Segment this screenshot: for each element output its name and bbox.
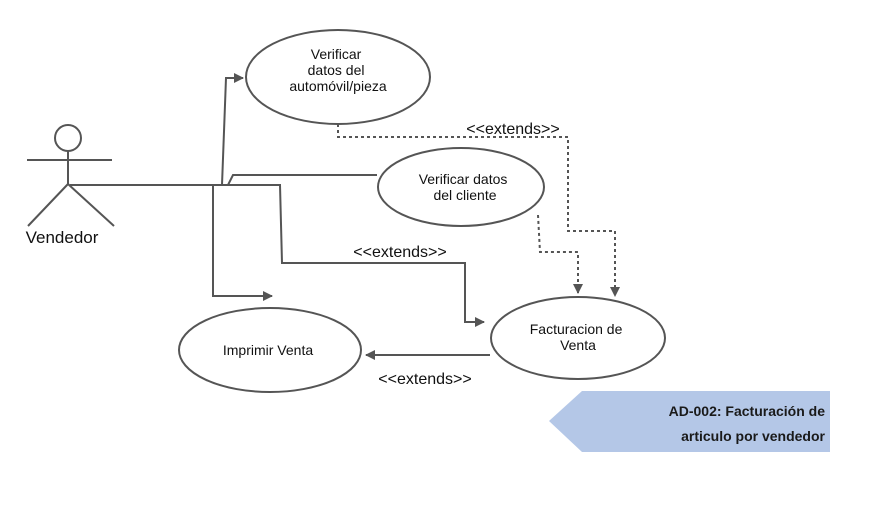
- use-case-facturacion[interactable]: Facturacion de Venta: [490, 296, 666, 380]
- use-case-ellipse: [178, 307, 362, 393]
- use-case-label: Verificar datos del automóvil/pieza: [289, 46, 386, 94]
- use-case-label-line: Venta: [560, 337, 596, 353]
- assoc-to-verificar-auto: [70, 73, 244, 186]
- extends-label-imprimir: <<extends>>: [378, 371, 471, 388]
- use-case-label-line: datos del: [308, 62, 365, 78]
- use-case-label-line: Verificar: [311, 46, 362, 62]
- use-case-label-line: del cliente: [433, 187, 496, 203]
- use-case-label: Facturacion de Venta: [530, 321, 627, 353]
- use-case-ellipse: [245, 29, 431, 125]
- use-case-ellipse: [377, 147, 545, 227]
- assoc-to-facturacion: [70, 184, 485, 327]
- extends-cliente-connector: [537, 214, 583, 294]
- actor-left-leg: [27, 183, 69, 227]
- use-case-imprimir[interactable]: Imprimir Venta: [178, 307, 362, 393]
- tag-line-1: AD-002: Facturación de: [669, 403, 826, 419]
- use-case-label-line: Facturacion de: [530, 321, 623, 337]
- extends-auto-connector: [337, 124, 620, 297]
- actor-right-leg: [67, 183, 115, 227]
- use-case-label: Verificar datos del cliente: [419, 171, 512, 203]
- actor-vendedor[interactable]: Vendedor: [26, 124, 115, 247]
- assoc-to-verificar-cliente: [70, 174, 377, 186]
- extends-label-auto: <<extends>>: [466, 121, 559, 138]
- actor-head: [54, 124, 82, 152]
- use-case-verificar-auto[interactable]: Verificar datos del automóvil/pieza: [245, 29, 431, 125]
- use-case-verificar-cliente[interactable]: Verificar datos del cliente: [377, 147, 545, 227]
- use-case-label-line: Verificar datos: [419, 171, 508, 187]
- actor-label: Vendedor: [26, 228, 99, 247]
- diagram-id-tag: AD-002: Facturación de articulo por vend…: [549, 391, 830, 452]
- use-case-label: Imprimir Venta: [223, 342, 313, 358]
- tag-line-2: articulo por vendedor: [681, 428, 825, 444]
- tag-shape: [549, 391, 830, 452]
- assoc-to-imprimir: [70, 184, 273, 301]
- extends-label-cliente: <<extends>>: [353, 244, 446, 261]
- use-case-ellipse: [490, 296, 666, 380]
- use-case-label-line: automóvil/pieza: [289, 78, 386, 94]
